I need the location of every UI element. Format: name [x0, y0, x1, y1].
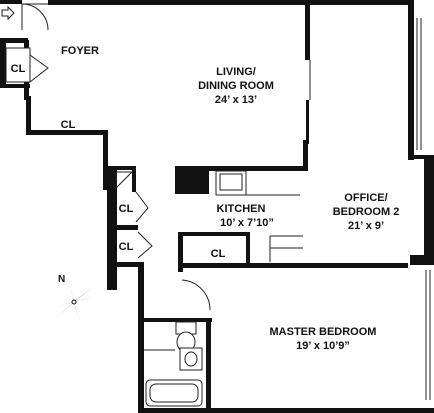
kitchen-closet-lower-label: CL: [119, 241, 134, 253]
kitchen-fixtures: [215, 170, 303, 262]
master-bedroom-name: MASTER BEDROOM: [270, 326, 377, 338]
living-room-name-line1: LIVING/: [216, 66, 256, 78]
entry-arrow-icon: [1, 5, 15, 21]
master-bedroom-label: MASTER BEDROOM 19’ x 10’9”: [270, 326, 377, 352]
foyer-label: FOYER: [61, 45, 99, 57]
kitchen-closet-upper-label: CL: [119, 203, 134, 215]
bedroom-closet-label: CL: [211, 248, 226, 260]
closet-doors: [29, 54, 153, 259]
living-room-dims: 24’ x 13’: [215, 94, 257, 106]
living-room-label: LIVING/ DINING ROOM 24’ x 13’: [198, 66, 274, 106]
master-bedroom-dims: 19’ x 10’9”: [296, 340, 350, 352]
bathroom-fixtures: [144, 279, 211, 407]
foyer-closet-outline: [5, 47, 31, 83]
compass-rose-icon: [52, 280, 96, 324]
kitchen-corner: [115, 171, 134, 190]
office-label: OFFICE/ BEDROOM 2 21’ x 9’: [333, 192, 400, 232]
entry-door: [21, 3, 49, 31]
compass-north-label: N: [58, 274, 65, 285]
kitchen-name: KITCHEN: [217, 203, 266, 215]
office-name-line1: OFFICE/: [344, 192, 387, 204]
living-room-name-line2: DINING ROOM: [198, 80, 274, 92]
office-dims: 21’ x 9’: [348, 220, 384, 232]
hall-closet-label: CL: [61, 119, 76, 131]
windows: [309, 18, 431, 400]
kitchen-label: KITCHEN 10’ x 7’10”: [217, 203, 274, 229]
office-name-line2: BEDROOM 2: [333, 206, 400, 218]
foyer-closet-label: CL: [11, 63, 26, 75]
kitchen-dims: 10’ x 7’10”: [220, 217, 274, 229]
